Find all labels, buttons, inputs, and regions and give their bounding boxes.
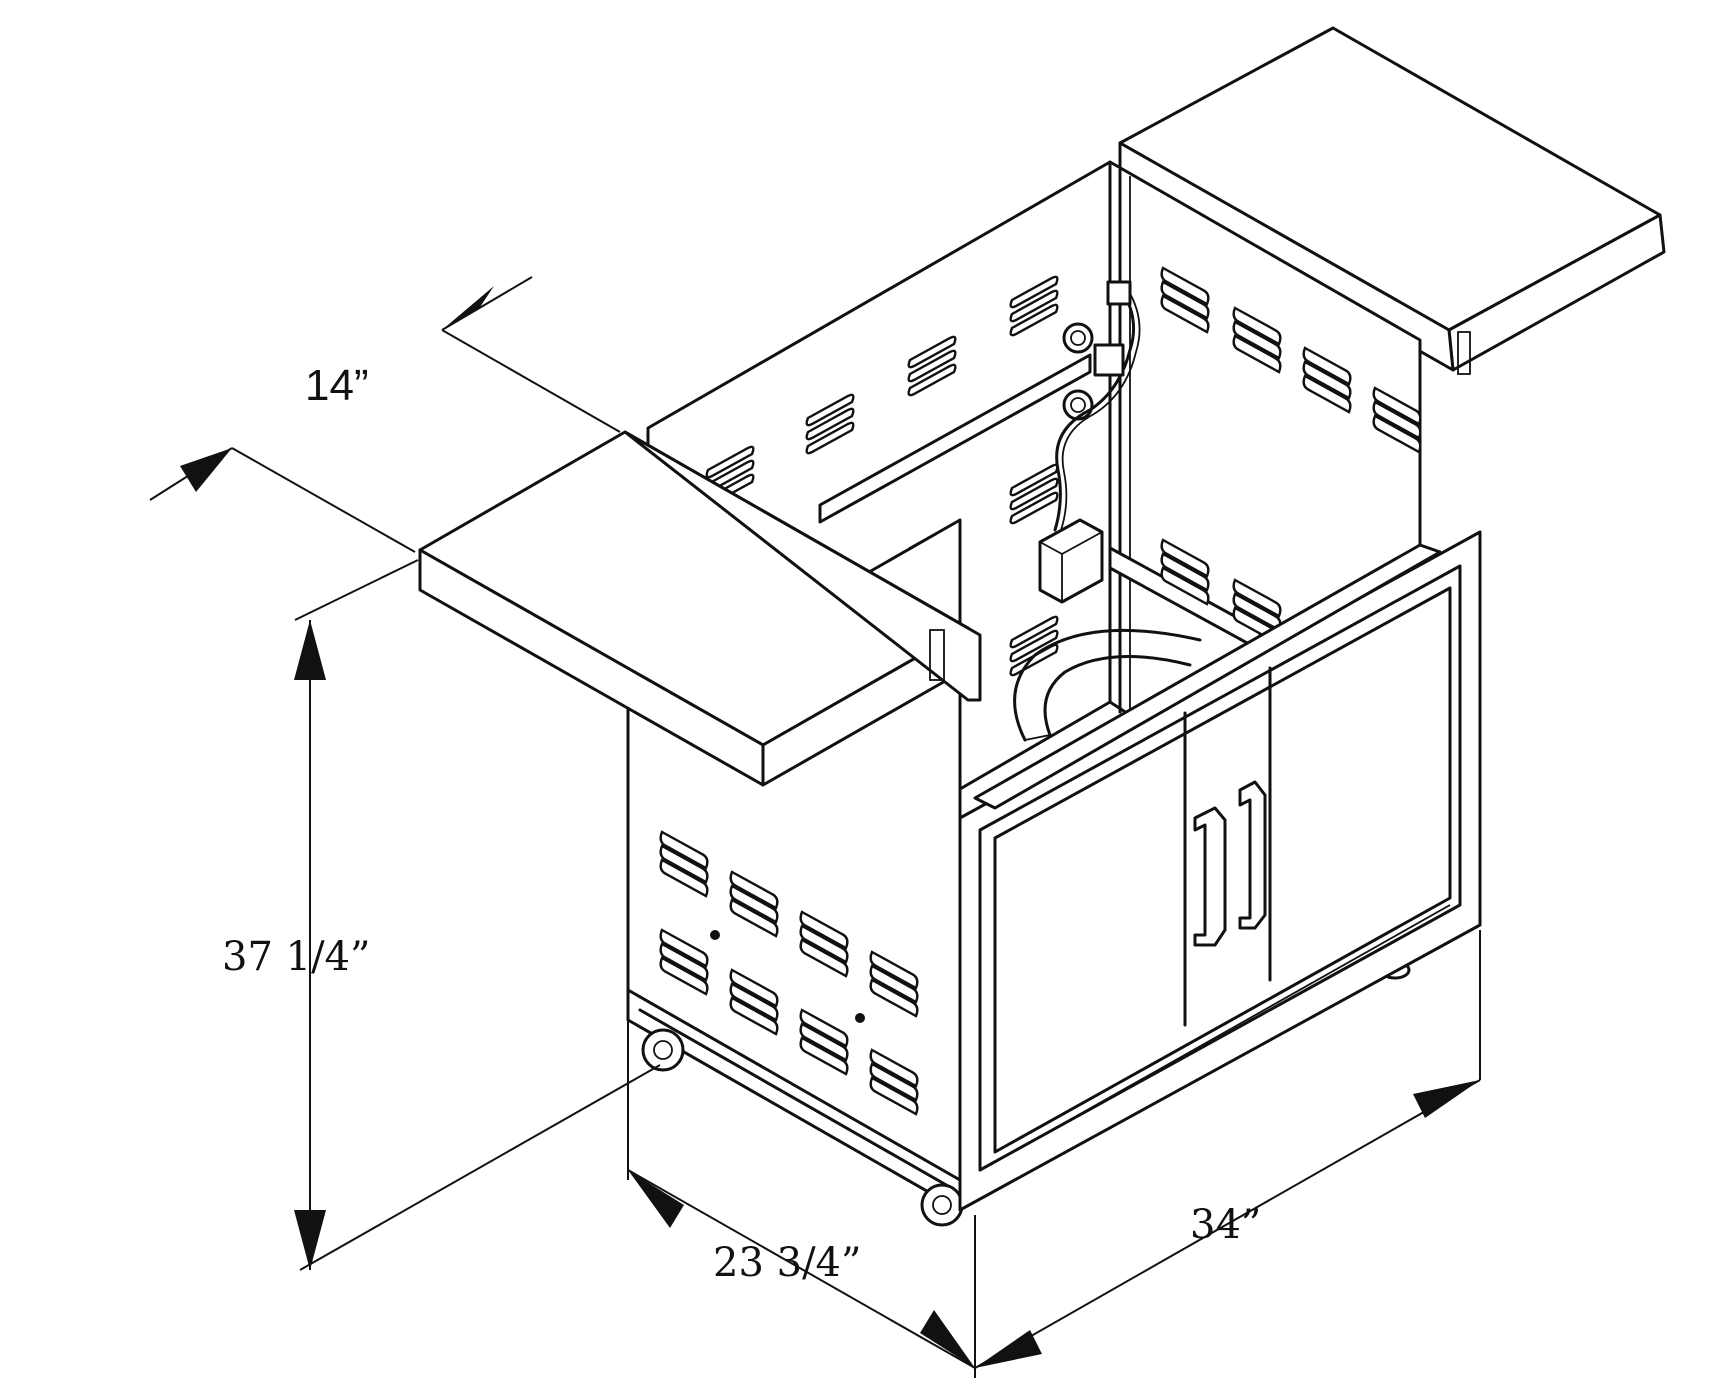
dimension-23-3-4-depth (627, 1020, 976, 1369)
label-depth: 23 3/4” (713, 1240, 861, 1286)
left-side-shelf (418, 430, 982, 787)
label-width: 34” (1190, 1202, 1261, 1248)
dimension-37-1-4-height (294, 559, 661, 1271)
interior-components (1013, 280, 1202, 742)
dimension-14-shelf-depth (149, 276, 621, 553)
dimension-34-width (974, 930, 1481, 1378)
label-height: 37 1/4” (222, 934, 370, 980)
door-handles (1193, 780, 1267, 947)
label-shelf-depth: 14” (305, 361, 369, 410)
side-panel-vents (659, 830, 919, 1116)
